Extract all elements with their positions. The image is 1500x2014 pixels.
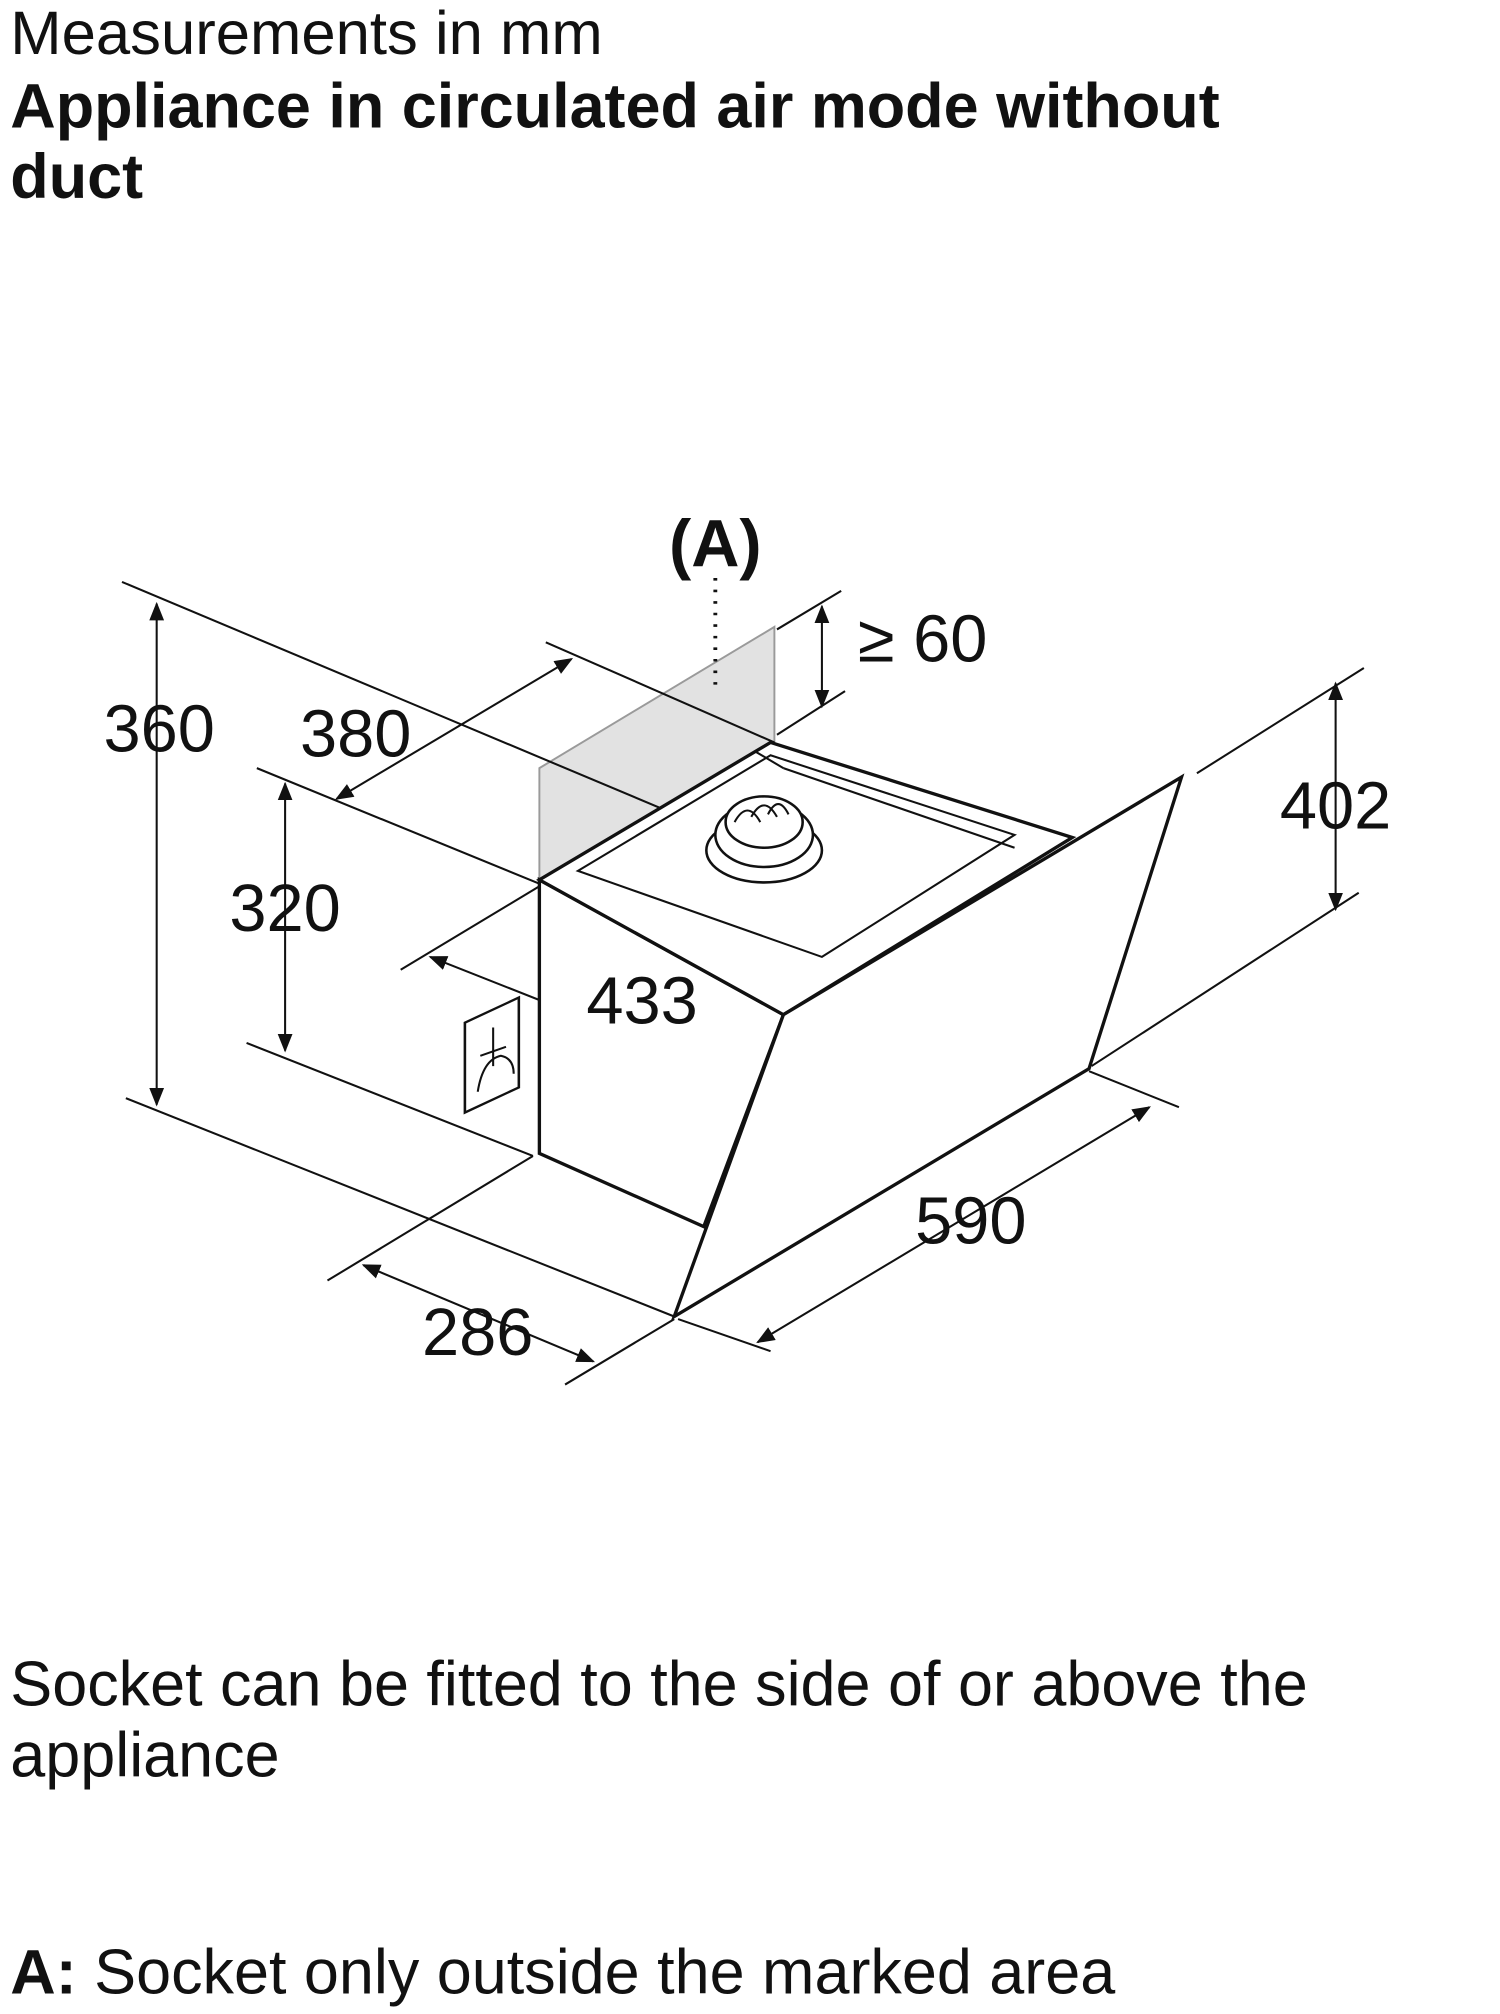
marked-area-note-text: Socket only outside the marked area	[77, 1937, 1116, 2007]
title-line-1: Appliance in circulated air mode without	[10, 71, 1219, 141]
dimension-433: 433	[586, 965, 697, 1039]
marked-area-note-key: A:	[10, 1937, 76, 2007]
socket-icon	[463, 995, 521, 1115]
marked-area-note: A: Socket only outside the marked area	[10, 1937, 1115, 2007]
title-line-2: duct	[10, 142, 143, 212]
dimension-380: 380	[300, 698, 411, 772]
cooker-hood	[463, 740, 1185, 1321]
socket-note-line-2: appliance	[10, 1720, 279, 1790]
dimension-590: 590	[915, 1184, 1026, 1258]
dimension-360: 360	[104, 692, 215, 766]
fan-outlet-icon	[705, 795, 824, 884]
socket-note-line-1: Socket can be fitted to the side of or a…	[10, 1650, 1307, 1720]
dimension-402: 402	[1280, 769, 1391, 843]
marker-a-label: (A)	[669, 508, 762, 582]
technical-drawing: (A) 360 380 320 433 286 590 402 ≥ 60	[104, 508, 1391, 1386]
dimension-320: 320	[229, 872, 340, 946]
units-caption: Measurements in mm	[10, 0, 602, 68]
dimension-arrows	[149, 601, 1344, 1363]
dimension-min-60: ≥ 60	[858, 603, 987, 677]
dimension-286: 286	[422, 1296, 533, 1370]
